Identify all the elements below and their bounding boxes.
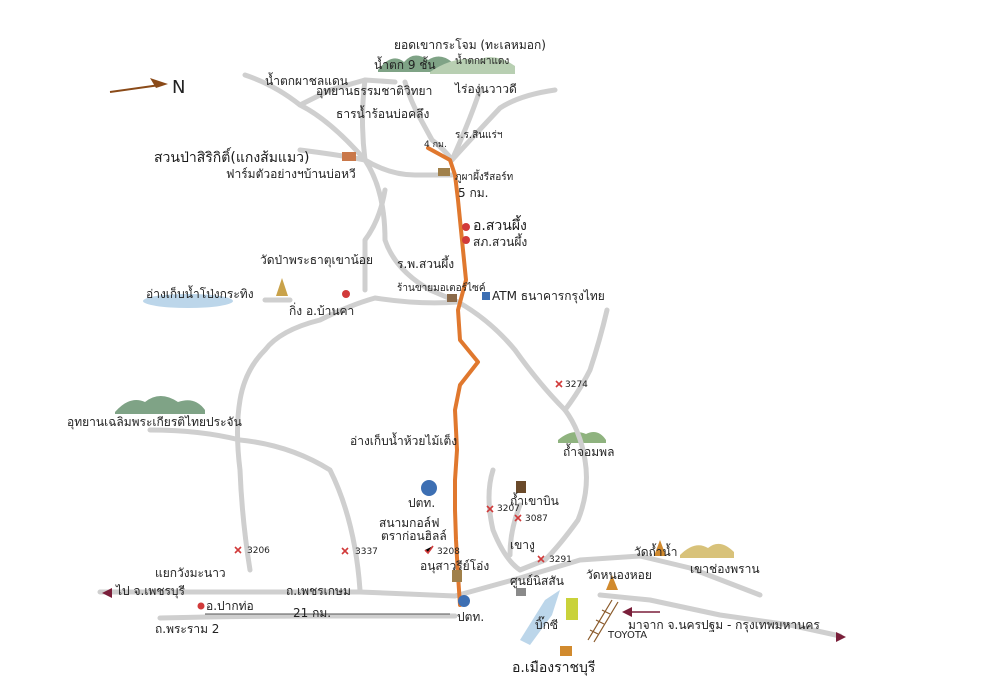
label-route-3274: 3274 (565, 380, 588, 390)
label-route-3291: 3291 (549, 555, 572, 565)
police-station-icon (462, 236, 470, 244)
label-ptt-upper: ปตท. (408, 496, 436, 510)
marker-3208 (424, 545, 434, 555)
ptt-upper-icon (421, 480, 437, 496)
label-to-phetchaburi: ไป จ.เพชรบุรี (116, 584, 185, 598)
mae-klong-river (520, 590, 560, 645)
label-nissan-center: ศูนย์นิสสัน (510, 574, 564, 588)
label-motorcycle-shop: ร้านขายมอเตอร์ไซค์ (397, 283, 486, 294)
label-route-3208: 3208 (437, 547, 460, 557)
pak-tho-office-icon (197, 602, 205, 610)
label-pong-krathing-reservoir: อ่างเก็บน้ำโป่งกระทิง (146, 287, 254, 301)
direction-arrows (102, 588, 846, 642)
label-5-km: 5 กม. (458, 186, 489, 200)
label-suan-phueng-police: สภ.สวนผึ้ง (473, 235, 528, 249)
label-amphoe-pak-tho: อ.ปากท่อ (206, 599, 254, 613)
railway (587, 599, 619, 643)
label-thai-prachan-park: อุทยานเฉลิมพระเกียรติไทยประจัน (67, 415, 242, 429)
label-4-km: 4 กม. (424, 140, 447, 150)
wat-tham-nam-icon (654, 540, 666, 556)
wat-nong-hoi-icon (606, 575, 618, 590)
resort-icon (438, 168, 450, 176)
pagoda-icon (276, 278, 288, 296)
label-golf-course: สนามกอล์ฟ (379, 516, 440, 530)
label-yod-khao-krachom: ยอดเขากระโจม (ทะเลหมอก) (394, 38, 546, 52)
label-nam-tok-9-chan: น้ำตก 9 ชั้น (374, 58, 436, 72)
district-office-icon (462, 223, 470, 231)
label-phu-pha-phueng-resort: ภูผาผึ้งรีสอร์ท (455, 172, 514, 183)
label-wat-tham-nam: วัดถ้ำน้ำ (634, 545, 678, 559)
label-route-3206: 3206 (247, 546, 270, 556)
marker-3087 (514, 514, 522, 522)
label-suan-phueng-hospital: ร.พ.สวนผึ้ง (397, 257, 455, 271)
road-network (97, 72, 843, 639)
label-huai-mai-teng-reservoir: อ่างเก็บน้ำห้วยไม้เต็ง (350, 434, 458, 448)
north-label: N (172, 77, 185, 98)
marker-3274 (555, 380, 563, 388)
marker-3207 (486, 505, 494, 513)
highway-markers (234, 380, 563, 563)
label-from-nakhon-pathom-bangkok: มาจาก จ.นครปฐม - กรุงเทพมหานคร (628, 618, 820, 632)
label-wang-manao-junction: แยกวังมะนาว (155, 566, 226, 580)
hill-graphics (115, 55, 734, 558)
farm-icon (342, 152, 356, 161)
label-tarakon-hill: ตราก่อนฮิลล์ (381, 529, 447, 543)
label-amphoe-suan-phueng: อ.สวนผึ้ง (473, 218, 527, 234)
motorcycle-shop-icon (447, 294, 457, 302)
marker-3291 (537, 555, 545, 563)
label-route-3207: 3207 (497, 504, 520, 514)
label-route-3337: 3337 (355, 547, 378, 557)
highlighted-route (426, 146, 480, 607)
label-route-3087: 3087 (525, 514, 548, 524)
label-atm-krungthai: ATM ธนาคารกรุงไทย (492, 289, 605, 303)
label-rama-2-road: ถ.พระราม 2 (155, 622, 220, 636)
label-nam-tok-pha-chon-daen: น้ำตกผาชลแดน (265, 74, 348, 88)
nissan-icon (516, 588, 526, 596)
label-21-km: 21 กม. (293, 606, 332, 620)
label-rai-a-ngun-wawdee: ไร่องุ่นวาวดี (455, 82, 517, 96)
atm-icon (482, 292, 490, 300)
landmark-icons (197, 152, 666, 656)
label-king-amphoe-ban-kha: กิ่ง อ.บ้านคา (289, 304, 355, 318)
marker-3206 (234, 546, 242, 554)
label-sinrae-school: ร.ร.สินแร่ฯ (455, 130, 503, 141)
label-khao-ngu: เขางู (510, 538, 535, 552)
label-phetkasem-road: ถ.เพชรเกษม (286, 584, 351, 598)
big-c-icon (566, 598, 578, 620)
label-big-c: บิ๊กซี (535, 618, 559, 632)
label-nature-park: อุทยานธรรมชาติวิทยา (316, 84, 433, 98)
label-tham-khao-bin: ถ้ำเขาบิน (510, 494, 559, 508)
north-arrow (109, 78, 168, 93)
label-toyota: TOYOTA (608, 630, 648, 641)
label-wat-nong-hoi: วัดหนองหอย (586, 568, 652, 582)
marker-3337 (341, 547, 349, 555)
ban-kha-office-icon (342, 290, 350, 298)
label-khao-chong-phran: เขาช่องพราน (690, 562, 760, 576)
monument-icon (452, 570, 462, 582)
pong-krathing-reservoir (143, 294, 233, 308)
ptt-lower-icon (458, 595, 470, 607)
label-ptt-lower: ปตท. (457, 610, 485, 624)
label-amphoe-mueang-ratchaburi: อ.เมืองราชบุรี (512, 660, 596, 676)
label-wat-pa-phra-that-khao-noi: วัดป่าพระธาตุเขาน้อย (260, 253, 374, 267)
label-suan-pa-sirikit: สวนป่าสิริกิติ์(แกงส้มแมว) (154, 150, 310, 166)
label-jar-monument: อนุสาวรีย์โอ่ง (420, 559, 490, 573)
label-bo-khlueng-hot-spring: ธารน้ำร้อนบ่อคลึง (336, 107, 430, 121)
label-farm-ban-bo-wi: ฟาร์มตัวอย่างฯบ้านบ่อหวี (226, 167, 356, 181)
mueang-ratchaburi-icon (560, 646, 572, 656)
label-nam-tok-pha-daeng: น้ำตกผาแดง (455, 56, 510, 67)
tham-khao-bin-icon (516, 481, 526, 493)
label-tham-chom-phon: ถ้ำจอมพล (563, 445, 615, 459)
